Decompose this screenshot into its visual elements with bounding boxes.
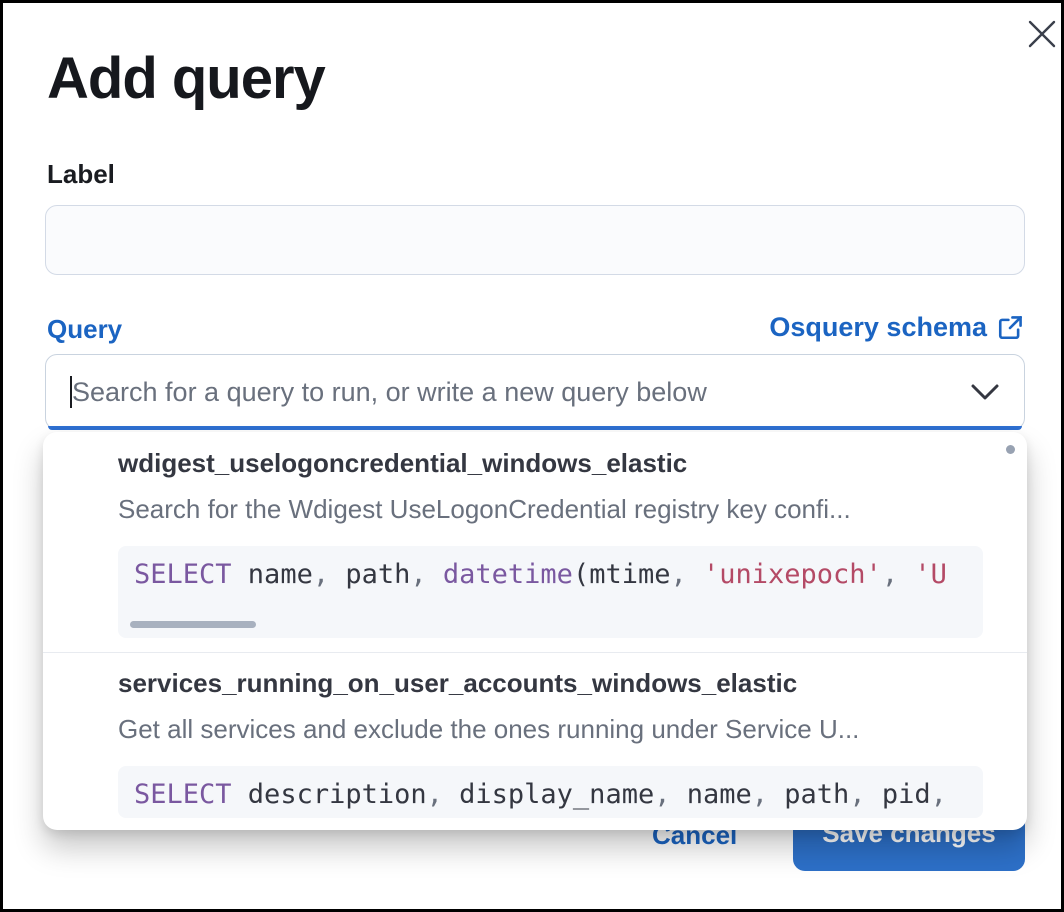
query-field-label: Query <box>47 314 123 344</box>
osquery-schema-link[interactable]: Osquery schema <box>769 312 1023 343</box>
osquery-schema-link-label: Osquery schema <box>769 312 987 342</box>
query-option-description: Get all services and exclude the ones ru… <box>118 714 860 744</box>
query-option[interactable]: wdigest_uselogoncredential_windows_elast… <box>43 432 1027 652</box>
query-option-sql: SELECT description, display_name, name, … <box>118 766 983 818</box>
query-option[interactable]: services_running_on_user_accounts_window… <box>43 653 1027 830</box>
query-option-title: wdigest_uselogoncredential_windows_elast… <box>118 448 688 478</box>
close-icon[interactable] <box>1023 15 1061 53</box>
query-option-description: Search for the Wdigest UseLogonCredentia… <box>118 494 851 524</box>
external-link-icon <box>997 315 1023 341</box>
query-combobox[interactable] <box>45 354 1025 430</box>
horizontal-scrollbar-thumb[interactable] <box>130 621 256 628</box>
vertical-scrollbar-thumb[interactable] <box>1006 445 1015 454</box>
query-option-title: services_running_on_user_accounts_window… <box>118 668 798 698</box>
text-cursor <box>70 376 72 408</box>
option-divider <box>43 652 1027 653</box>
modal-title: Add query <box>47 46 326 111</box>
label-input[interactable] <box>45 205 1025 275</box>
chevron-down-icon[interactable] <box>970 383 1000 403</box>
sql-code: SELECT description, display_name, name, … <box>134 779 947 810</box>
label-field-label: Label <box>47 159 115 189</box>
query-options-dropdown: wdigest_uselogoncredential_windows_elast… <box>43 432 1027 830</box>
query-search-input[interactable] <box>72 355 952 429</box>
query-option-sql: SELECT name, path, datetime(mtime, 'unix… <box>118 546 983 638</box>
sql-code: SELECT name, path, datetime(mtime, 'unix… <box>134 559 947 590</box>
